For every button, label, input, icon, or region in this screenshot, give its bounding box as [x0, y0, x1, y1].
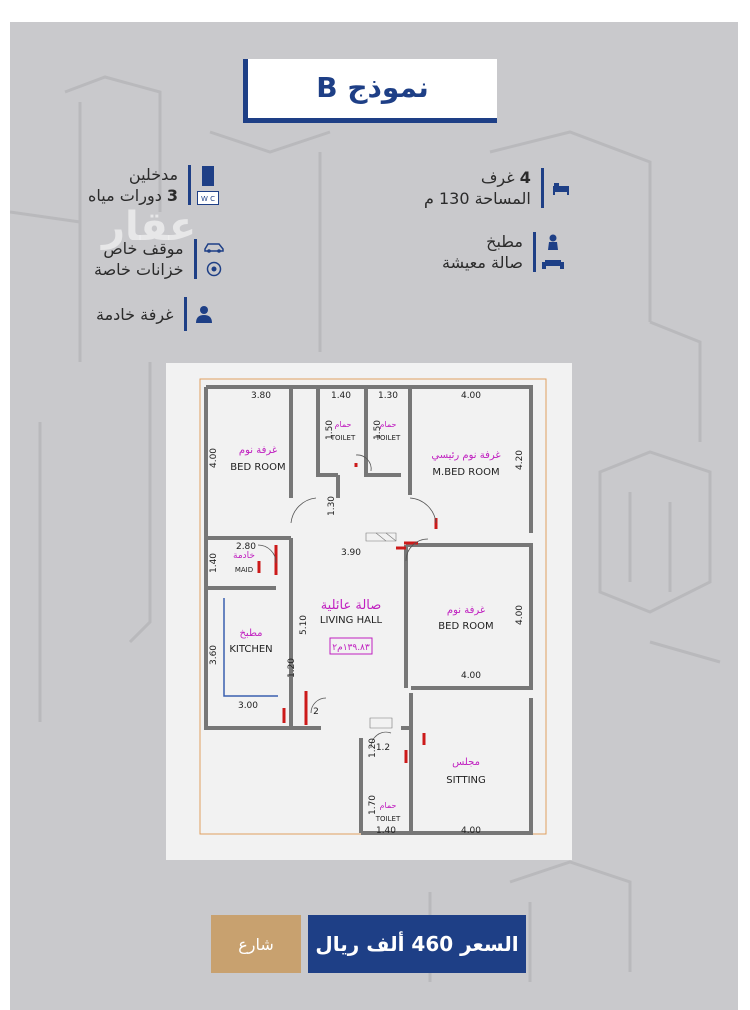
dim-label: 4.00	[461, 826, 481, 836]
dim-label: 4.20	[515, 450, 525, 470]
dim-label: 3.90	[341, 548, 361, 558]
watermark: عقار	[102, 204, 197, 250]
dim-label: 1.40	[376, 826, 396, 836]
entrances-text: مدخلين	[128, 165, 179, 184]
dim-label: 1.70	[368, 795, 378, 815]
feature-divider	[188, 165, 192, 205]
room-label-ar: غرفة نوم	[239, 445, 277, 456]
door-icon	[202, 165, 215, 186]
rooms-count: 4	[519, 168, 531, 187]
room-label-ar: صالة عائلية	[321, 598, 382, 613]
dim-label: 1.2	[376, 743, 390, 753]
dim-label: 4.00	[461, 671, 481, 681]
room-label-en: KITCHEN	[229, 644, 272, 655]
room-label-ar: حمام	[335, 420, 352, 429]
toilets-count: 3	[166, 186, 179, 205]
person-icon	[195, 306, 212, 323]
feature-divider	[183, 297, 187, 331]
dim-label: 4.00	[461, 391, 481, 401]
living-area-label: ١٣٩.٨٣م٢	[332, 643, 370, 653]
sofa-icon	[541, 260, 564, 269]
feature-divider	[193, 239, 197, 279]
room-label-en: MAID	[235, 566, 253, 574]
car-icon	[203, 243, 224, 253]
room-label-ar: مجلس	[452, 757, 480, 768]
parking-text: موقف خاص	[103, 239, 184, 258]
feature-divider	[532, 232, 536, 272]
dim-label: 3.00	[238, 701, 258, 711]
dim-label: 2.80	[236, 542, 256, 552]
feature-rooms: 4 غرف المساحة 130 م	[424, 166, 572, 210]
dim-label: 3.80	[251, 391, 271, 401]
room-label-ar: مطبخ	[239, 628, 262, 639]
feature-rooms-text: 4 غرف المساحة 130 م	[424, 167, 531, 209]
room-label-ar: حمام	[380, 420, 397, 429]
dim-label: 1.20	[287, 658, 297, 678]
dim-label: 4.00	[209, 448, 219, 468]
tanks-text: خزانات خاصة	[94, 260, 184, 279]
dim-label: 3.60	[209, 645, 219, 665]
room-label-en: M.BED ROOM	[432, 467, 499, 478]
room-label-ar: غرفة نوم رئيسي	[431, 450, 500, 461]
area-text: المساحة 130 م	[424, 189, 531, 208]
dim-label: 5.10	[299, 615, 309, 635]
wc-icon: W C	[197, 190, 220, 205]
room-label-ar: خادمة	[233, 551, 255, 561]
tank-icon	[206, 261, 221, 277]
room-label-en: LIVING HALL	[320, 615, 383, 626]
price-label: السعر 460 ألف ريال	[315, 932, 519, 956]
kitchen-text: مطبخ	[486, 232, 523, 251]
floor-plan-drawing: 3.80 1.40 1.30 4.00 2.80 3.90 4.00 3.00 …	[199, 378, 547, 836]
rooms-label: غرف	[480, 168, 515, 187]
dim-label: 1.50	[325, 420, 335, 440]
dim-label: 2	[313, 707, 319, 717]
street-label: شارع	[238, 934, 274, 954]
dim-label: 1.30	[378, 391, 398, 401]
model-title: نموذج B	[316, 71, 429, 104]
feature-divider	[540, 168, 544, 208]
room-label-ar: غرفة نوم	[447, 605, 485, 616]
feature-parking: موقف خاص خزانات خاصة	[94, 237, 225, 281]
feature-maid: غرفة خادمة	[96, 292, 215, 336]
room-label-en: TOILET	[330, 434, 356, 442]
room-label-ar: حمام	[380, 801, 397, 810]
dim-label: 1.30	[327, 496, 337, 516]
dim-label: 4.00	[515, 605, 525, 625]
room-label-en: TOILET	[375, 815, 401, 823]
living-text: صالة معيشة	[442, 253, 523, 272]
model-title-box: نموذج B	[243, 59, 497, 123]
maid-text: غرفة خادمة	[96, 304, 174, 324]
dim-label: 1.50	[373, 420, 383, 440]
room-label-en: BED ROOM	[438, 621, 493, 632]
chef-icon	[547, 234, 558, 250]
dim-label: 1.40	[331, 391, 351, 401]
room-label-en: SITTING	[446, 775, 486, 786]
street-badge: شارع	[211, 915, 301, 973]
background-pattern	[10, 75, 721, 982]
dim-label: 1.20	[368, 738, 378, 758]
floor-plan: 3.80 1.40 1.30 4.00 2.80 3.90 4.00 3.00 …	[166, 363, 572, 860]
room-label-en: TOILET	[375, 434, 401, 442]
bed-icon	[552, 183, 569, 195]
feature-entrances: مدخلين 3 دورات مياه W C	[88, 163, 220, 207]
feature-kitchen: مطبخ صالة معيشة	[442, 230, 564, 274]
toilets-label: دورات مياه	[88, 186, 162, 205]
room-label-en: BED ROOM	[230, 462, 285, 473]
price-badge: السعر 460 ألف ريال	[308, 915, 526, 973]
svg-text:W C: W C	[201, 195, 215, 203]
dim-label: 1.40	[209, 553, 219, 573]
